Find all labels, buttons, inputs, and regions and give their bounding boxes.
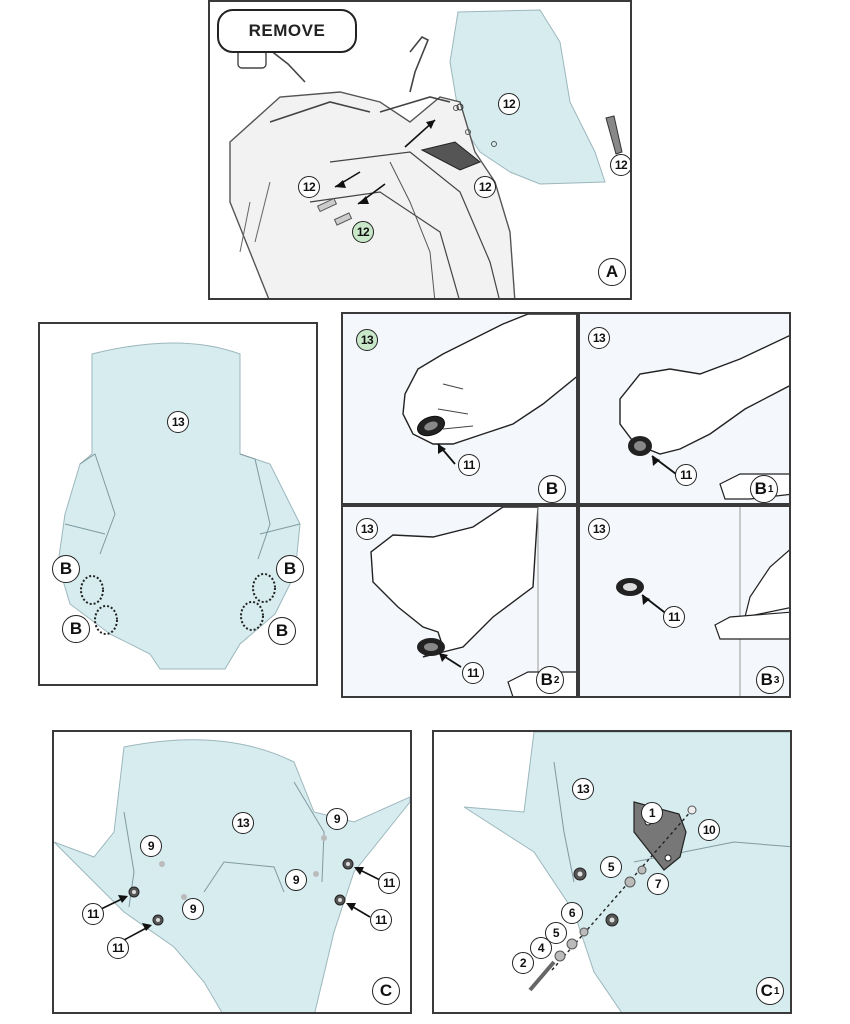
windscreen-overview-illustration [57, 342, 301, 670]
part-callout-13: 13 [232, 812, 254, 834]
scooter-front-illustration [229, 9, 623, 298]
part-callout-5: 5 [545, 922, 567, 944]
part-callout-11: 11 [378, 872, 400, 894]
part-callout-13: 13 [588, 327, 610, 349]
position-label-b: B [62, 615, 90, 643]
panel-label-b3-letter: B [760, 670, 773, 689]
panel-label-a: A [598, 258, 626, 286]
part-callout-13: 13 [572, 778, 594, 800]
part-callout-11: 11 [462, 662, 484, 684]
part-callout-12-highlighted: 12 [352, 221, 374, 243]
position-label-b: B [268, 617, 296, 645]
panel-label-b1-letter: B [754, 479, 767, 498]
panel-label-c: C [372, 977, 400, 1005]
part-callout-13-highlighted: 13 [356, 329, 378, 351]
part-callout-11: 11 [82, 903, 104, 925]
part-callout-10: 10 [698, 819, 720, 841]
panel-windscreen-overview: 13 B B B B [38, 322, 318, 686]
panel-label-c1-sub: 1 [773, 985, 780, 997]
remove-badge: REMOVE [217, 9, 357, 53]
part-callout-11: 11 [458, 454, 480, 476]
position-label-b: B [52, 555, 80, 583]
position-label-b: B [276, 555, 304, 583]
part-callout-11: 11 [370, 909, 392, 931]
part-callout-11: 11 [663, 606, 685, 628]
part-callout-12: 12 [474, 176, 496, 198]
panel-b: 13 11 B [341, 312, 578, 505]
part-callout-13: 13 [588, 518, 610, 540]
part-callout-9: 9 [140, 835, 162, 857]
panel-label-b: B [538, 475, 566, 503]
part-callout-11: 11 [107, 937, 129, 959]
part-callout-11: 11 [675, 464, 697, 486]
part-callout-2: 2 [512, 952, 534, 974]
part-callout-9: 9 [285, 869, 307, 891]
part-callout-13: 13 [356, 518, 378, 540]
grommet-installed-illustration [616, 507, 789, 696]
panel-label-b2-letter: B [540, 670, 553, 689]
part-callout-9: 9 [182, 898, 204, 920]
panel-c: 13 9 9 9 9 11 11 11 11 C [52, 730, 412, 1014]
part-callout-4: 4 [530, 937, 552, 959]
windscreen-grommet-positions-illustration [54, 739, 410, 1012]
panel-label-b3-sub: 3 [773, 674, 780, 686]
part-callout-13: 13 [167, 411, 189, 433]
part-callout-12: 12 [298, 176, 320, 198]
part-callout-12: 12 [610, 154, 630, 176]
part-callout-6: 6 [561, 902, 583, 924]
part-callout-9: 9 [326, 808, 348, 830]
hand-insert-grommet-illustration [402, 314, 576, 465]
panel-label-c1-letter: C [760, 981, 773, 1000]
part-callout-1: 1 [641, 802, 663, 824]
panel-a-remove: REMOVE 12 12 12 12 12 A [208, 0, 632, 300]
panel-label-b1-sub: 1 [767, 483, 774, 495]
part-callout-5: 5 [600, 856, 622, 878]
part-callout-12: 12 [498, 93, 520, 115]
part-callout-7: 7 [647, 873, 669, 895]
windscreen-bracket-fastening-illustration [463, 732, 790, 1012]
panel-label-b2-sub: 2 [553, 674, 560, 686]
